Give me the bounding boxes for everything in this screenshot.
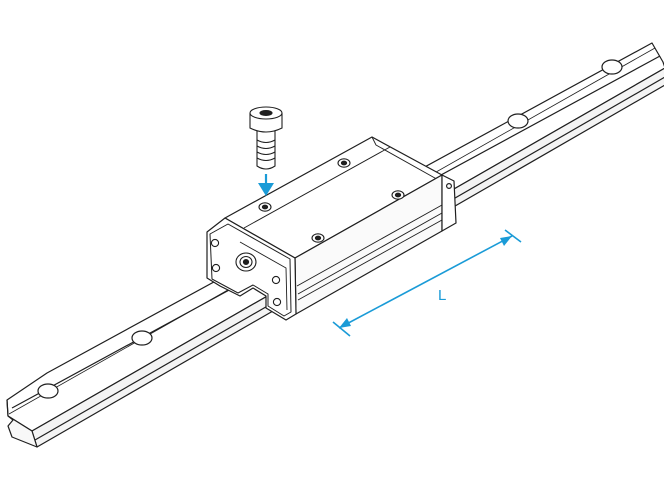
bolt-threads [256, 139, 276, 162]
insertion-arrow-head [258, 183, 274, 196]
rail-hole-4 [507, 113, 529, 129]
dimension-tick-left [332, 321, 351, 337]
front-plate [209, 223, 292, 317]
rail-holes [37, 59, 623, 399]
dimension-tick-right [504, 229, 522, 243]
dimension-line [338, 235, 513, 329]
dimension-arrow-left [339, 318, 351, 328]
front-screw-2 [211, 263, 221, 273]
front-screw-4 [272, 297, 282, 307]
grease-nipple [235, 252, 257, 272]
front-screw-3 [271, 275, 281, 285]
top-hole-2 [337, 158, 351, 168]
carriage-block [206, 136, 457, 321]
rail-hole-2 [131, 330, 153, 346]
hex-socket [259, 110, 273, 116]
bolt [249, 106, 283, 170]
top-hole-3 [311, 233, 325, 243]
end-cap-screw [446, 183, 453, 190]
block-end-cap [441, 174, 457, 232]
dimension-arrow-right [500, 236, 512, 246]
block-side-lines [296, 204, 443, 301]
top-hole-4 [391, 190, 405, 200]
block-fasteners [210, 158, 405, 307]
insertion-arrow [258, 174, 274, 196]
rail-end-face [6, 399, 38, 448]
block-top-seam [243, 136, 443, 229]
top-hole-1 [258, 202, 272, 212]
dimension-label: L [438, 287, 446, 304]
rail-hole-1 [37, 383, 59, 399]
rail-hole-5 [601, 59, 623, 75]
front-screw-1 [210, 238, 220, 248]
length-dimension [332, 229, 522, 337]
front-seal-line [239, 241, 288, 311]
